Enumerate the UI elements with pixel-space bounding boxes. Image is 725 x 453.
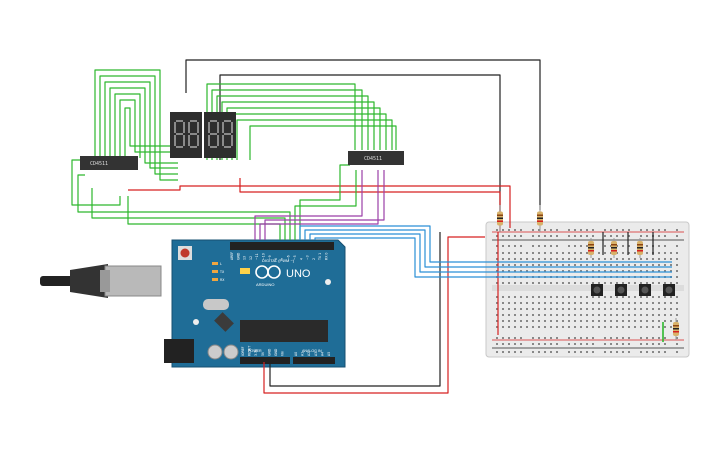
resistor[interactable] [611, 238, 617, 258]
pin-label: RX 0 [325, 253, 329, 260]
push-button-3[interactable] [639, 284, 651, 296]
decoder-chip-left-label: CD4511 [90, 161, 108, 167]
pin-label: ~11 [255, 253, 259, 260]
pin-label: 7 [280, 258, 284, 260]
led-label-tx: TX [219, 270, 225, 274]
usb-cable [40, 276, 76, 286]
led-label-rx: RX [220, 278, 225, 282]
pin-label: A3 [314, 352, 318, 356]
atmega-chip [240, 320, 328, 342]
pin-label: ~5 [293, 255, 297, 260]
pin-label: ~9 [268, 255, 272, 260]
pin-label: GND [267, 348, 271, 356]
pin-label: 12 [249, 256, 253, 260]
pin-label: ~6 [287, 255, 291, 260]
usb-connector [104, 265, 162, 297]
pin-label: 2 [312, 258, 316, 260]
pin-label: GND [274, 348, 278, 356]
digital-label: DIGITAL (PWM ~) [262, 258, 295, 263]
push-buttons [591, 284, 675, 296]
digital-header [230, 242, 334, 250]
resistor[interactable] [637, 238, 643, 258]
pin-label: 8 [274, 258, 278, 260]
seven-segment-display-pair[interactable] [170, 112, 202, 158]
uno-logo-text: UNO [286, 268, 311, 280]
power-label: POWER [248, 349, 262, 353]
display-3 [208, 120, 219, 148]
arduino-uno-board[interactable]: L TX RX UNO ARDUINO DIGITAL (PWM ~) POWE… [40, 239, 346, 368]
analog-header [293, 357, 335, 364]
pin-label: A0 [294, 352, 298, 356]
pin-label: A5 [327, 352, 331, 356]
pin-label: AREF [230, 252, 234, 260]
resistors [497, 205, 679, 340]
push-button-4[interactable] [663, 284, 675, 296]
pin-label: ~10 [262, 253, 266, 260]
decoder-chip-right-label: CD4511 [364, 156, 382, 162]
pin-label: 4 [299, 258, 303, 260]
reset-button[interactable] [180, 248, 190, 258]
pin-label: 5V [261, 351, 265, 356]
led-label-l: L [220, 262, 222, 266]
display-4 [222, 120, 233, 148]
decoder-chip-right[interactable]: CD4511 [348, 151, 404, 165]
display-2 [188, 120, 199, 148]
pin-label: A4 [320, 352, 324, 356]
pin-label: 13 [243, 256, 247, 260]
resistor[interactable] [497, 205, 503, 232]
pin-label: 3.3V [254, 348, 258, 356]
power-header [240, 357, 290, 364]
pin-label: GND [236, 252, 240, 260]
seven-segment-displays [170, 112, 236, 158]
power-jack [164, 339, 194, 363]
breadboard[interactable] [485, 221, 690, 358]
push-button-1[interactable] [591, 284, 603, 296]
pin-label: ~3 [306, 255, 310, 260]
display-1 [174, 120, 185, 148]
resistor[interactable] [537, 205, 543, 232]
pin-label: RESET [248, 346, 252, 356]
analog-label: ANALOG IN [302, 349, 322, 353]
arduino-brand-text: ARDUINO [256, 282, 274, 287]
pin-label: TX 1 [318, 253, 322, 261]
resistor[interactable] [673, 318, 679, 340]
decoder-chip-left[interactable]: CD4511 [80, 156, 138, 170]
seven-segment-display-pair[interactable] [204, 112, 236, 158]
pin-label: A2 [307, 352, 311, 356]
pin-label: IOREF [241, 346, 245, 356]
pin-label: Vin [281, 351, 285, 356]
resistor[interactable] [588, 238, 594, 258]
pin-label: A1 [301, 352, 305, 356]
push-button-2[interactable] [615, 284, 627, 296]
